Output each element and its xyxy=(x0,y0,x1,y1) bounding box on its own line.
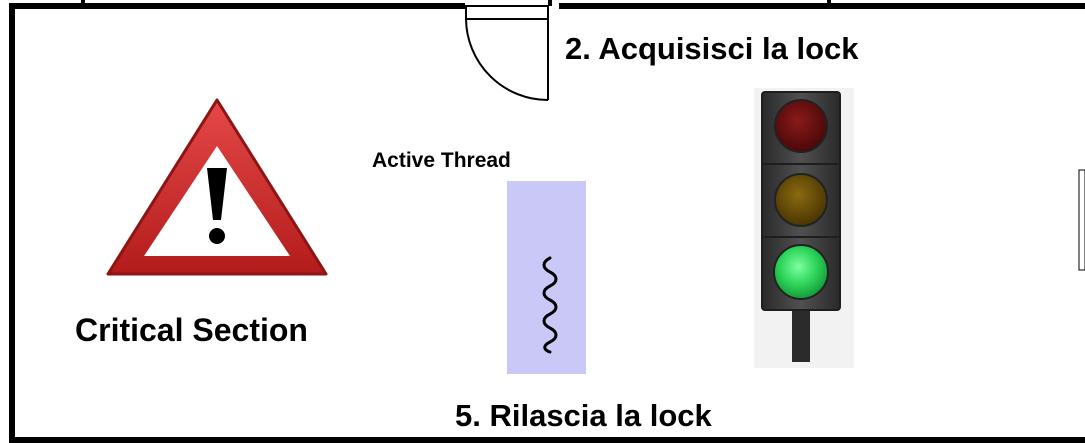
wall-ticks xyxy=(81,0,831,6)
door-icon xyxy=(465,5,549,101)
active-thread-label: Active Thread xyxy=(372,149,511,172)
right-edge-mark xyxy=(1078,169,1085,271)
yellow-light xyxy=(774,173,828,227)
acquire-lock-label: 2. Acquisisci la lock xyxy=(565,31,859,66)
green-light xyxy=(773,244,829,300)
traffic-light-icon xyxy=(754,88,854,368)
thread-lane xyxy=(507,181,586,374)
active-thread-box xyxy=(507,181,586,374)
release-lock-label: 5. Rilascia la lock xyxy=(455,398,712,433)
red-light xyxy=(774,99,828,153)
traffic-light-pole xyxy=(792,310,810,362)
room-walls xyxy=(9,3,1085,443)
thread-wave-icon xyxy=(542,256,558,354)
warning-triangle-icon xyxy=(106,98,328,276)
critical-section-label: Critical Section xyxy=(75,312,308,348)
